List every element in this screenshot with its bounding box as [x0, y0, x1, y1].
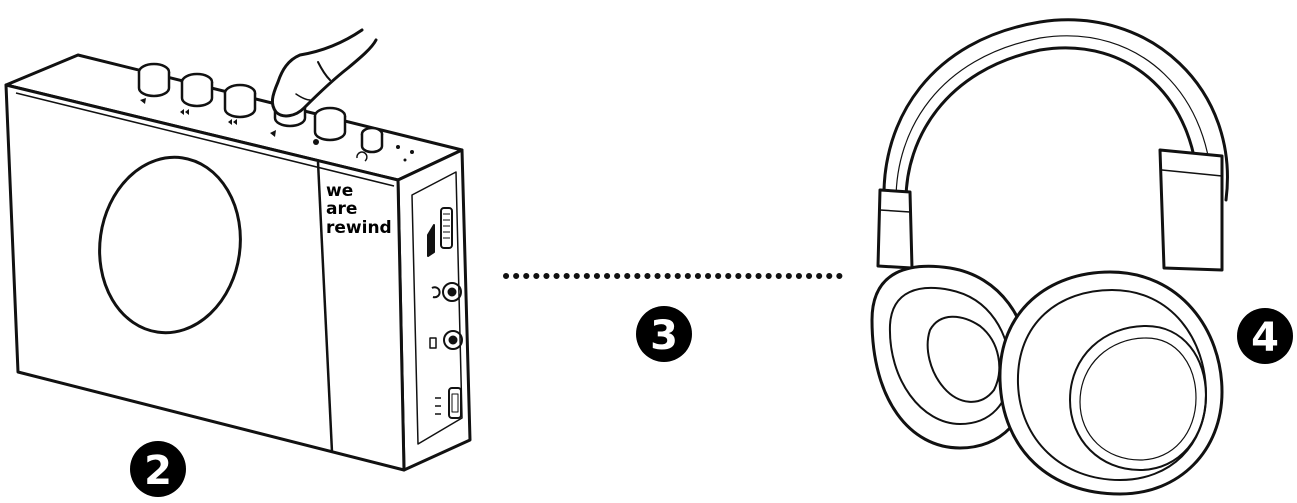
step-badge-3: 3: [636, 306, 692, 362]
brand-line-2: are: [326, 199, 357, 219]
fast-forward-knob: [223, 83, 257, 119]
rewind-knob: [180, 72, 214, 108]
headphone-jack: [431, 282, 462, 302]
step-badge-4: 4: [1237, 308, 1293, 364]
power-port: [435, 387, 462, 419]
step-number-4: 4: [1251, 315, 1279, 361]
volume-wheel: [427, 207, 453, 257]
play-knob: [137, 62, 171, 98]
record-knob: [313, 106, 347, 142]
headphones-icon: [870, 18, 1229, 496]
cassette-player-icon: [4, 53, 472, 472]
step-number-3: 3: [650, 313, 678, 359]
step-badge-2: 2: [130, 441, 186, 497]
line-in-jack: [429, 330, 463, 350]
step-number-2: 2: [144, 448, 172, 494]
brand-logo: we are rewind: [326, 181, 392, 238]
brand-line-1: we: [326, 181, 353, 201]
small-knob: [360, 126, 384, 154]
brand-line-3: rewind: [326, 218, 392, 238]
finger-press-icon: [270, 28, 378, 118]
